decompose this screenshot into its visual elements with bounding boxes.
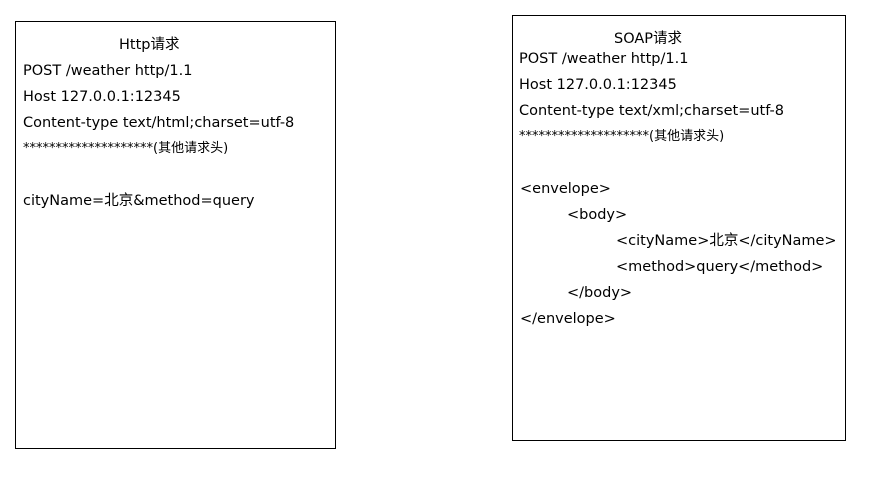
soap-envelope-open-line: <envelope> (520, 181, 611, 197)
http-request-box: Http请求 POST /weather http/1.1 Host 127.0… (15, 21, 336, 449)
soap-method-line: <method>query</method> (616, 259, 824, 275)
soap-request-line: POST /weather http/1.1 (519, 51, 689, 67)
soap-other-headers-line: ********************(其他请求头) (519, 129, 725, 144)
soap-box-title: SOAP请求 (614, 31, 683, 47)
http-content-type-line: Content-type text/html;charset=utf-8 (23, 115, 295, 131)
http-box-title: Http请求 (119, 37, 180, 53)
soap-host-line: Host 127.0.0.1:12345 (519, 77, 677, 93)
soap-request-box: SOAP请求 POST /weather http/1.1 Host 127.0… (512, 15, 846, 441)
http-body-line: cityName=北京&method=query (23, 193, 255, 209)
soap-body-close-line: </body> (567, 285, 633, 301)
http-host-line: Host 127.0.0.1:12345 (23, 89, 181, 105)
http-request-line: POST /weather http/1.1 (23, 63, 193, 79)
soap-cityname-line: <cityName>北京</cityName> (616, 233, 837, 249)
soap-content-type-line: Content-type text/xml;charset=utf-8 (519, 103, 784, 119)
soap-body-open-line: <body> (567, 207, 628, 223)
soap-envelope-close-line: </envelope> (520, 311, 616, 327)
http-other-headers-line: ********************(其他请求头) (23, 141, 229, 156)
